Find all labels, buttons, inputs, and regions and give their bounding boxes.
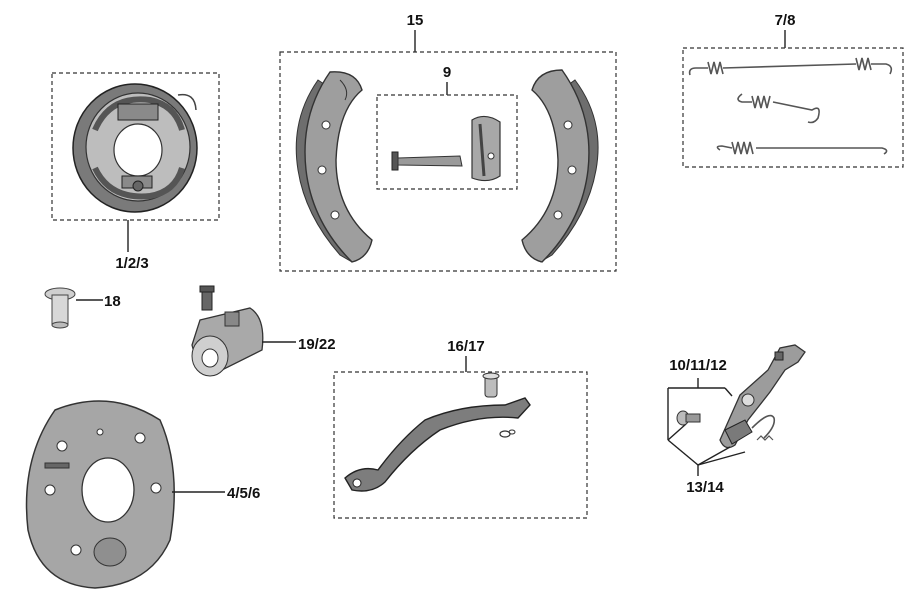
label-9: 9 bbox=[443, 64, 451, 81]
lever-part: 16/17 bbox=[333, 338, 588, 519]
label-19-22: 19/22 bbox=[298, 336, 336, 353]
label-4-5-6: 4/5/6 bbox=[227, 485, 260, 502]
lever-box bbox=[333, 371, 588, 519]
springs-box bbox=[682, 47, 904, 168]
hardware-kit-box bbox=[376, 94, 518, 190]
brake-shoes-box bbox=[279, 51, 617, 272]
backing-plate-part bbox=[25, 400, 225, 589]
label-13-14: 13/14 bbox=[686, 479, 724, 496]
label-16-17: 16/17 bbox=[447, 338, 485, 355]
label-15: 15 bbox=[407, 12, 424, 29]
label-7-8: 7/8 bbox=[775, 12, 796, 29]
pin-part bbox=[44, 287, 103, 329]
brake-assembly-box bbox=[51, 72, 220, 221]
brake-assembly-part bbox=[51, 72, 220, 252]
label-10-11-12: 10/11/12 bbox=[669, 357, 727, 374]
label-1-2-3: 1/2/3 bbox=[115, 255, 148, 272]
label-18: 18 bbox=[104, 293, 121, 310]
springs-part: 7/8 bbox=[682, 12, 904, 168]
wheel-cylinder-part bbox=[191, 285, 296, 377]
brake-shoes-part: 15 9 bbox=[279, 12, 617, 272]
adjuster-part: 10/11/12 bbox=[667, 344, 806, 476]
